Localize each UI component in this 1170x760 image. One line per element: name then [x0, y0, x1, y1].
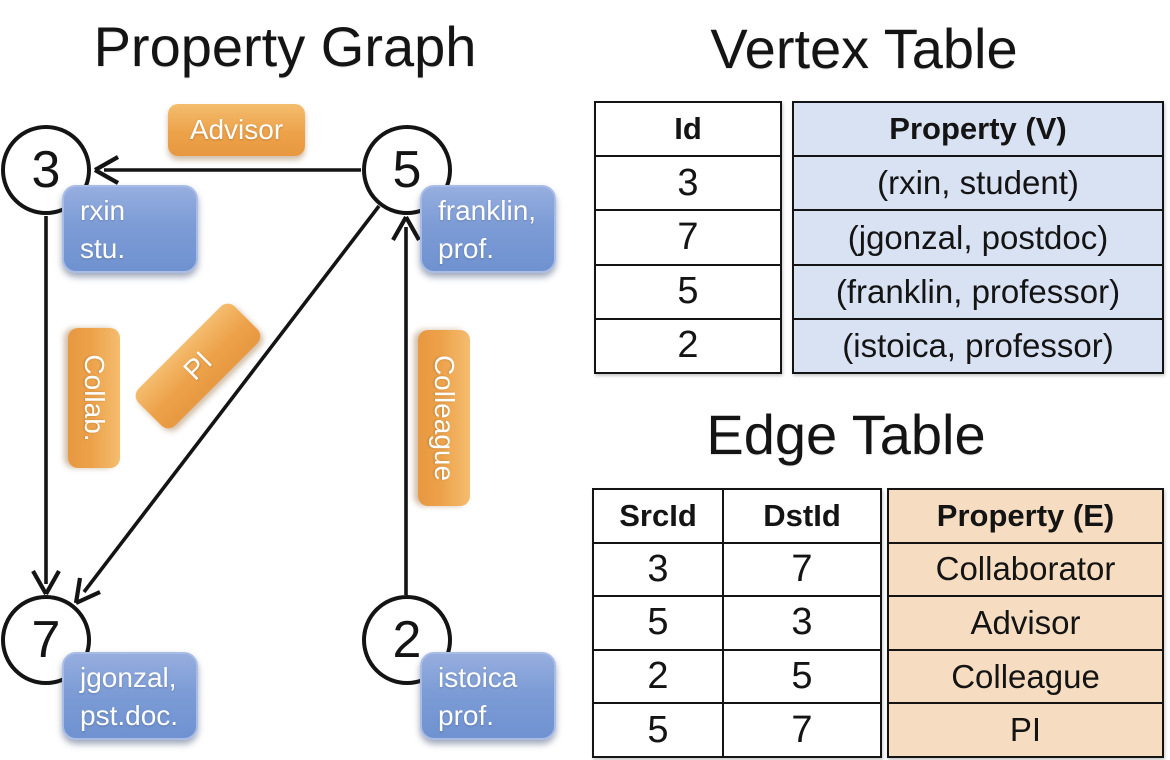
- edge-table-src-dst-columns: SrcId DstId 3 7 5 3 2 5 5 7: [592, 488, 882, 758]
- edge-table-property-column: Property (E) Collaborator Advisor Collea…: [887, 488, 1164, 758]
- table-cell: 2: [647, 655, 669, 698]
- table-cell: (istoica, professor): [794, 317, 1162, 372]
- node-property-box-3: rxin stu.: [62, 185, 198, 273]
- table-cell: 7: [596, 209, 780, 263]
- property-graph-title: Property Graph: [93, 15, 477, 78]
- table-cell: 3: [596, 155, 780, 209]
- edge-table-header-property: Property (E): [936, 497, 1115, 533]
- vertex-table-id-column: Id 3 7 5 2: [594, 101, 782, 374]
- node-property-line: franklin,: [438, 195, 537, 226]
- table-cell: 5: [647, 708, 669, 751]
- edge-label-collab: Collab.: [68, 328, 120, 468]
- node-property-line: prof.: [438, 233, 495, 264]
- edge-label-colleague: Colleague: [418, 330, 470, 506]
- node-property-line: istoica: [438, 662, 518, 693]
- node-property-box-7: jgonzal, pst.doc.: [62, 652, 198, 740]
- table-cell: 3: [722, 597, 880, 649]
- table-cell: 5: [722, 650, 880, 703]
- table-cell: Advisor: [889, 595, 1162, 649]
- table-cell: 7: [722, 704, 880, 756]
- node-circle-3: 3: [1, 125, 91, 215]
- table-cell: PI: [889, 702, 1162, 756]
- vertex-table-header-id: Id: [674, 111, 702, 147]
- table-cell: Colleague: [889, 648, 1162, 703]
- edge-collab-arrow: [31, 216, 61, 596]
- edge-table-title: Edge Table: [706, 403, 986, 466]
- node-property-box-2: istoica prof.: [420, 652, 556, 740]
- node-property-line: prof.: [438, 700, 495, 731]
- table-cell: 5: [647, 601, 669, 644]
- vertex-table-header-property: Property (V): [889, 111, 1067, 147]
- table-cell: 5: [596, 263, 780, 318]
- node-property-line: stu.: [80, 233, 126, 264]
- table-cell: (franklin, professor): [794, 263, 1162, 318]
- table-cell: 7: [722, 543, 880, 596]
- table-cell: (rxin, student): [794, 155, 1162, 209]
- table-cell: 2: [596, 317, 780, 372]
- table-cell: (jgonzal, postdoc): [794, 209, 1162, 263]
- edge-table-header-srcid: SrcId: [619, 497, 697, 533]
- vertex-table-property-column: Property (V) (rxin, student) (jgonzal, p…: [792, 101, 1164, 374]
- graph-edges-layer: [31, 155, 421, 605]
- node-property-box-5: franklin, prof.: [420, 185, 556, 273]
- edge-pi-arrow: [73, 204, 381, 605]
- edge-table-header-dstid: DstId: [722, 490, 880, 542]
- node-property-line: jgonzal,: [80, 662, 177, 693]
- node-property-line: rxin: [80, 195, 126, 226]
- table-cell: 3: [647, 547, 669, 590]
- edge-advisor-arrow: [93, 155, 361, 185]
- node-property-line: pst.doc.: [80, 700, 179, 731]
- edge-colleague-arrow: [391, 215, 421, 595]
- node-circle-2: 2: [362, 595, 452, 685]
- edge-label-advisor: Advisor: [168, 104, 305, 156]
- vertex-table-title: Vertex Table: [710, 17, 1018, 80]
- table-cell: Collaborator: [889, 541, 1162, 596]
